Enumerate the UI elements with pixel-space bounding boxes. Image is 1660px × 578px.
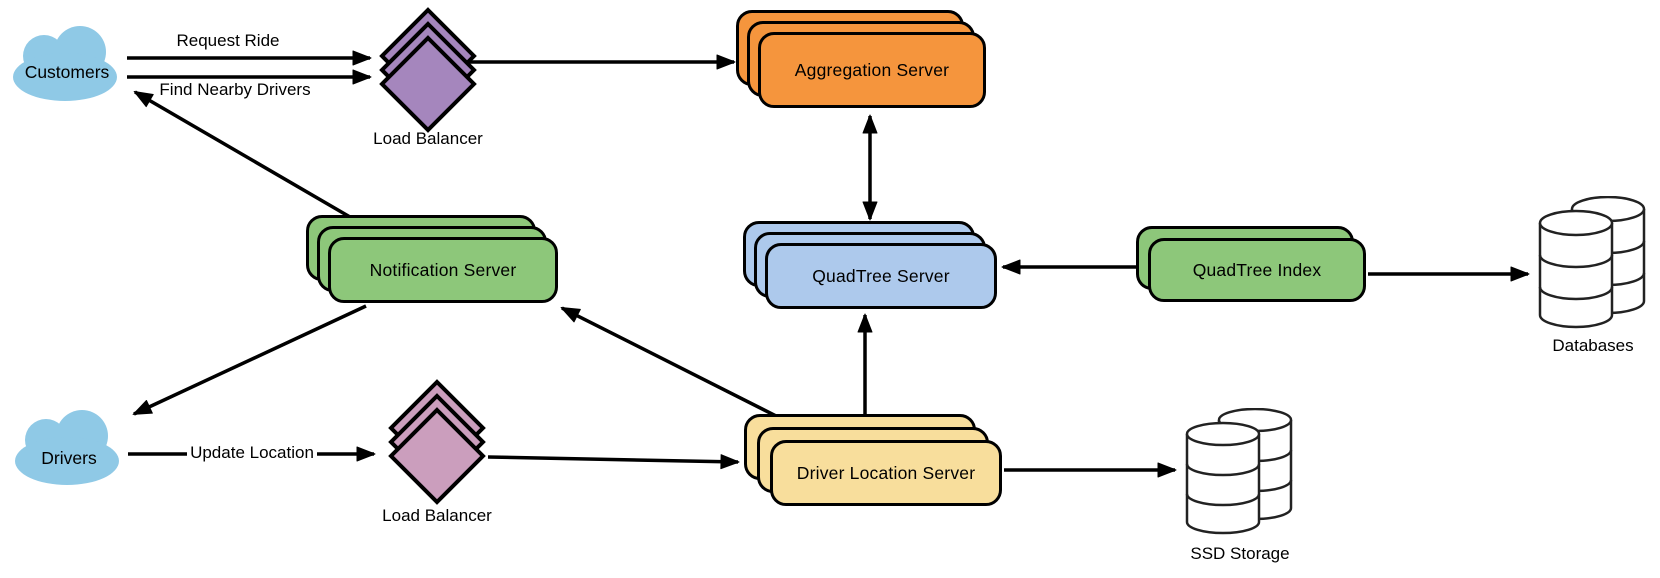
quadtree-index-label: QuadTree Index xyxy=(1192,259,1322,280)
stack-layer-front: QuadTree Server xyxy=(765,243,997,309)
update-location-label: Update Location xyxy=(171,443,333,463)
database-cylinders-icon xyxy=(1538,195,1646,329)
customers-label: Customers xyxy=(24,62,110,82)
driver-location-server: Driver Location Server xyxy=(744,414,1004,508)
diamond-stack-icon xyxy=(388,379,486,505)
cloud-icon xyxy=(13,26,117,101)
load-balancer-top xyxy=(374,2,482,134)
databases xyxy=(1538,195,1650,336)
stack-layer-front: Notification Server xyxy=(328,237,558,303)
notification-to-drivers-arrow xyxy=(132,304,367,416)
drivers-cloud: Drivers xyxy=(10,406,128,486)
aggregation-server: Aggregation Server xyxy=(736,10,988,110)
request-ride-label: Request Ride xyxy=(176,31,280,50)
quadtree-server-label: QuadTree Server xyxy=(812,265,950,286)
load-balancer-bottom-label: Load Balancer xyxy=(382,506,492,525)
diamond-stack-icon xyxy=(379,7,477,133)
stack-layer-front: Aggregation Server xyxy=(758,32,986,108)
update-location-text: Update Location xyxy=(187,443,317,462)
drivers-label: Drivers xyxy=(41,448,97,468)
ssd-cylinders-icon xyxy=(1185,407,1293,535)
lb-bottom-to-dls-arrow xyxy=(487,454,740,470)
load-balancer-top-label: Load Balancer xyxy=(373,129,483,148)
find-nearby-drivers-label: Find Nearby Drivers xyxy=(159,80,311,99)
quadtree-server: QuadTree Server xyxy=(743,221,999,311)
notification-to-customers-arrow xyxy=(133,90,351,219)
quadtree-index: QuadTree Index xyxy=(1136,226,1368,304)
dls-to-notification-arrow xyxy=(560,306,791,425)
cloud-icon xyxy=(15,410,119,485)
load-balancer-bottom xyxy=(383,374,491,506)
notification-server-label: Notification Server xyxy=(369,259,517,280)
stack-layer-front: QuadTree Index xyxy=(1148,238,1366,302)
ssd-storage xyxy=(1185,407,1297,542)
customers-cloud: Customers xyxy=(8,22,126,102)
databases-label: Databases xyxy=(1552,336,1634,355)
aggregation-server-label: Aggregation Server xyxy=(794,59,950,80)
stack-layer-front: Driver Location Server xyxy=(770,440,1002,506)
ssd-storage-label: SSD Storage xyxy=(1190,544,1290,563)
notification-server: Notification Server xyxy=(306,215,562,305)
driver-location-server-label: Driver Location Server xyxy=(796,462,976,483)
